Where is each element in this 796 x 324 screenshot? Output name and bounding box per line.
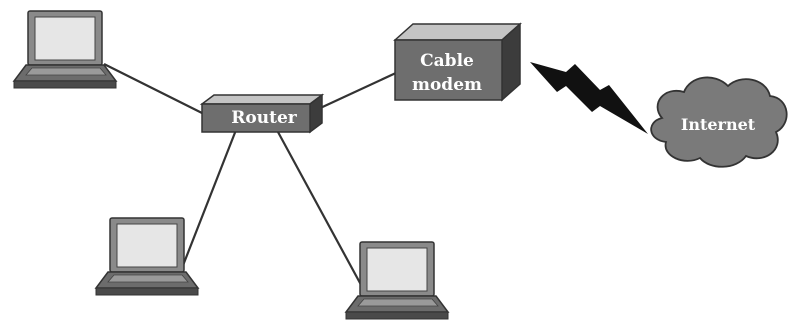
internet-label: Internet <box>681 115 756 134</box>
internet-cloud-icon: Internet <box>650 76 788 168</box>
cable-modem-icon: Cable modem <box>393 22 522 102</box>
laptop-icon <box>345 241 449 320</box>
link-router-laptop-bottom-left <box>180 129 238 269</box>
router-icon: Router <box>199 93 325 134</box>
link-router-modem <box>315 71 399 111</box>
laptop-icon <box>95 217 199 296</box>
lightning-bolt-icon <box>530 62 648 134</box>
links <box>103 63 399 295</box>
modem-label-line2: modem <box>412 75 482 95</box>
modem-label-line1: Cable <box>420 51 474 71</box>
laptop-icon <box>13 10 117 89</box>
router-label: Router <box>231 108 297 128</box>
link-router-laptop-bottom-right <box>277 131 367 295</box>
link-laptop-top-left-router <box>103 63 207 116</box>
